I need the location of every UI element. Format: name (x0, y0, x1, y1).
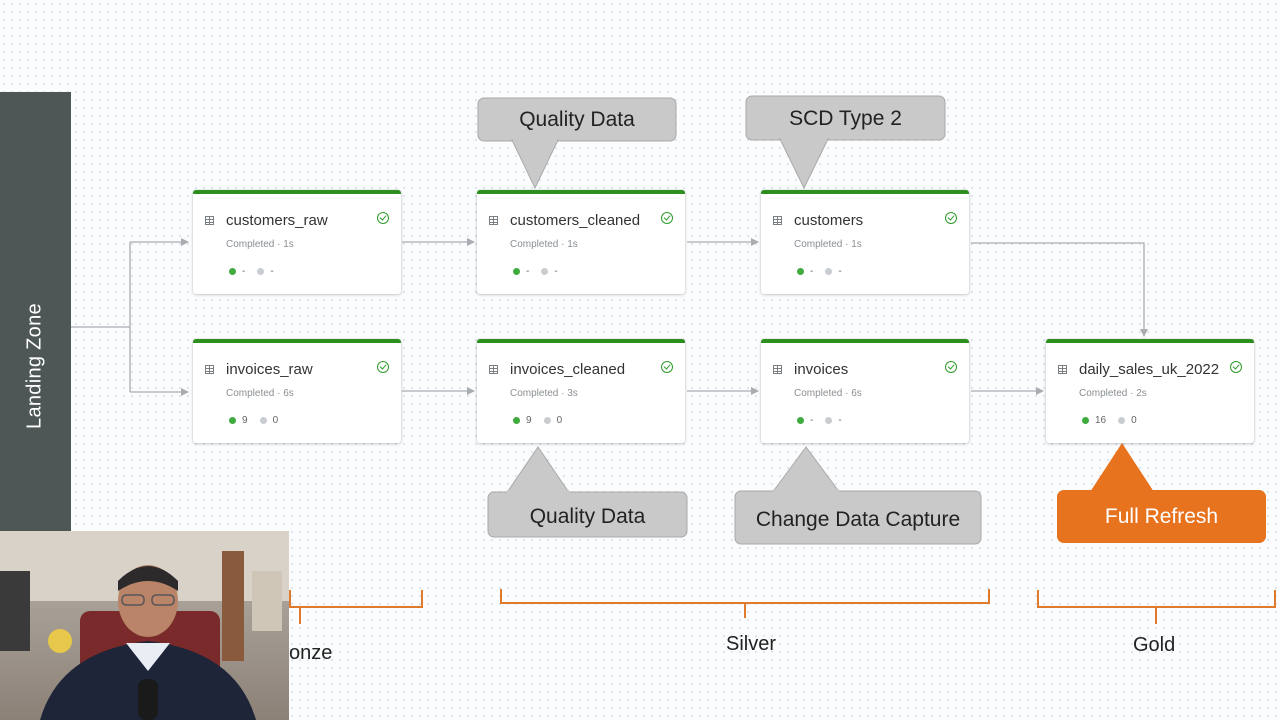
callout-full-refresh-label: Full Refresh (1104, 505, 1219, 528)
node-name: invoices_cleaned (510, 361, 626, 378)
node-invoices[interactable]: invoices Completed · 6s - - (761, 339, 969, 443)
node-name: daily_sales_uk_2022 (1079, 361, 1220, 378)
node-invoices-cleaned[interactable]: invoices_cleaned Completed · 3s 9 0 (477, 339, 685, 443)
gray-dot-icon (257, 268, 265, 275)
tier-bronze-label: onze (289, 642, 333, 664)
node-customers-cleaned[interactable]: customers_cleaned Completed · 1s - - (477, 190, 685, 294)
metric-green: - (810, 415, 814, 426)
node-metrics: - - (797, 415, 842, 426)
node-status: Completed · 6s (794, 388, 862, 399)
gray-dot-icon (543, 417, 551, 424)
node-name: customers_raw (226, 212, 328, 229)
node-name: customers (794, 212, 864, 229)
node-name: customers_cleaned (510, 212, 641, 229)
gray-dot-icon (825, 268, 833, 275)
metric-green: - (526, 266, 530, 277)
node-metrics: 9 0 (513, 415, 562, 426)
node-metrics: - - (797, 266, 842, 277)
green-dot-icon (229, 268, 236, 275)
node-status: Completed · 1s (510, 239, 578, 250)
node-customers[interactable]: customers Completed · 1s - - (761, 190, 969, 294)
brace-silver (500, 589, 990, 618)
table-icon (489, 365, 498, 374)
metric-gray: - (838, 266, 842, 277)
metric-green: 9 (526, 415, 532, 426)
node-customers-raw[interactable]: customers_raw Completed · 1s - - (193, 190, 401, 294)
presenter-icon (0, 531, 289, 720)
green-dot-icon (229, 417, 236, 424)
metric-green: - (242, 266, 246, 277)
green-dot-icon (797, 417, 804, 424)
callout-quality-data-bottom (487, 446, 688, 538)
node-status: Completed · 1s (226, 239, 294, 250)
brace-gold (1037, 590, 1276, 624)
table-icon (205, 216, 214, 225)
metric-gray: - (554, 266, 558, 277)
node-status: Completed · 1s (794, 239, 862, 250)
green-dot-icon (513, 417, 520, 424)
green-dot-icon (513, 268, 520, 275)
metric-green: 16 (1095, 415, 1107, 426)
node-metrics: 9 0 (229, 415, 278, 426)
node-name: invoices_raw (226, 361, 313, 378)
node-status: Completed · 2s (1079, 388, 1147, 399)
callout-change-data-capture-label: Change Data Capture (755, 508, 961, 531)
callout-change-data-capture (734, 446, 982, 545)
green-dot-icon (1082, 417, 1089, 424)
gray-dot-icon (825, 417, 833, 424)
table-icon (1058, 365, 1067, 374)
presenter-webcam (0, 531, 289, 720)
check-circle-icon (377, 212, 389, 224)
callout-scd-type-2-label: SCD Type 2 (789, 107, 902, 130)
node-metrics: - - (229, 266, 274, 277)
callout-quality-data-top (477, 97, 677, 190)
node-metrics: - - (513, 266, 558, 277)
gray-dot-icon (1118, 417, 1126, 424)
node-invoices-raw[interactable]: invoices_raw Completed · 6s 9 0 (193, 339, 401, 443)
node-daily-sales-uk-2022[interactable]: daily_sales_uk_2022 Completed · 2s 16 0 (1046, 339, 1254, 443)
callout-scd-type-2 (745, 95, 946, 190)
metric-gray: - (270, 266, 274, 277)
metric-gray: - (838, 415, 842, 426)
node-metrics: 16 0 (1082, 415, 1137, 426)
tier-silver-label: Silver (726, 633, 777, 655)
tier-gold-label: Gold (1133, 634, 1176, 656)
metric-gray: 0 (1131, 415, 1137, 426)
gray-dot-icon (541, 268, 549, 275)
node-status: Completed · 3s (510, 388, 578, 399)
metric-green: 9 (242, 415, 248, 426)
check-circle-icon (1230, 361, 1242, 373)
node-name: invoices (794, 361, 849, 378)
check-circle-icon (661, 361, 673, 373)
table-icon (773, 216, 782, 225)
check-circle-icon (661, 212, 673, 224)
node-status: Completed · 6s (226, 388, 294, 399)
table-icon (773, 365, 782, 374)
gray-dot-icon (259, 417, 267, 424)
table-icon (489, 216, 498, 225)
callout-quality-data-top-label: Quality Data (519, 108, 635, 131)
brace-bronze (289, 590, 423, 624)
landing-zone-bar (0, 92, 71, 532)
check-circle-icon (945, 212, 957, 224)
table-icon (205, 365, 214, 374)
metric-green: - (810, 266, 814, 277)
metric-gray: 0 (272, 415, 279, 426)
check-circle-icon (945, 361, 957, 373)
green-dot-icon (797, 268, 804, 275)
callout-full-refresh (1057, 443, 1266, 543)
check-circle-icon (377, 361, 389, 373)
callout-quality-data-bottom-label: Quality Data (529, 505, 646, 528)
metric-gray: 0 (556, 415, 563, 426)
